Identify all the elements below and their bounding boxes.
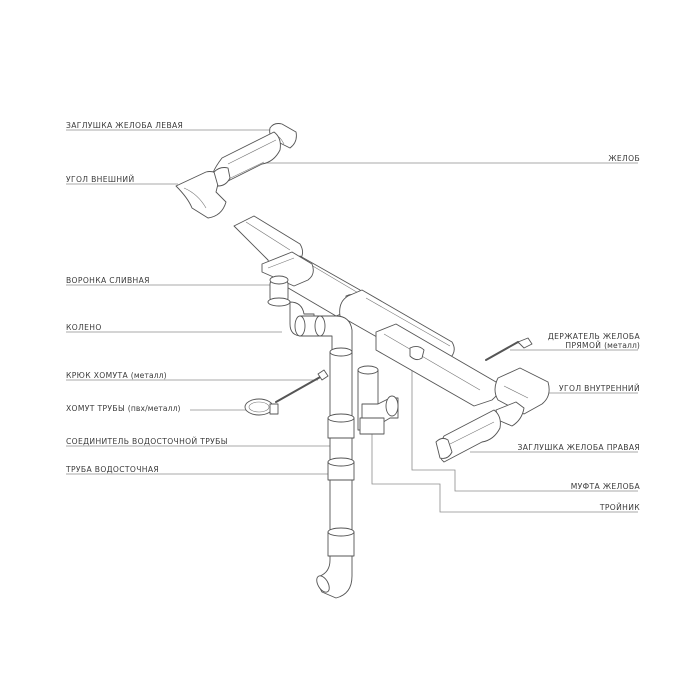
- downpipe-parts: [244, 251, 399, 599]
- label-clamp-hook-text: КРЮК ХОМУТА: [66, 371, 129, 380]
- connector-pipe-part: [294, 315, 353, 355]
- label-holder-note: (металл): [604, 341, 640, 350]
- leader-tee: [371, 430, 638, 513]
- pipe-clamp-part: [244, 398, 279, 416]
- label-holder-line1: ДЕРЖАТЕЛЬ ЖЕЛОБА: [547, 332, 640, 341]
- label-end-cap-left: ЗАГЛУШКА ЖЕЛОБА ЛЕВАЯ: [66, 121, 184, 130]
- label-clamp-hook: КРЮК ХОМУТА (металл): [66, 371, 167, 380]
- label-pipe-clamp-note: (пвх/металл): [127, 404, 181, 413]
- label-pipe-clamp: ХОМУТ ТРУБЫ (пвх/металл): [66, 404, 181, 413]
- label-pipe-connector: СОЕДИНИТЕЛЬ ВОДОСТОЧНОЙ ТРУБЫ: [66, 437, 228, 446]
- label-funnel: ВОРОНКА СЛИВНАЯ: [66, 276, 150, 285]
- end-cap-right-part: [435, 409, 501, 463]
- label-holder: ДЕРЖАТЕЛЬ ЖЕЛОБА ПРЯМОЙ (металл): [548, 332, 640, 350]
- label-inner-corner: УГОЛ ВНУТРЕННИЙ: [559, 384, 640, 393]
- label-outer-corner: УГОЛ ВНЕШНИЙ: [66, 175, 135, 184]
- gutter-parts: [175, 123, 550, 463]
- leader-lines: [66, 129, 638, 513]
- inner-corner-part: [494, 367, 550, 427]
- leader-gutter-coupling: [411, 356, 638, 492]
- downpipe-lower: [327, 437, 355, 557]
- outlet-elbow-part: [316, 555, 353, 599]
- gutter-segment-3: [339, 289, 499, 407]
- label-pipe-clamp-text: ХОМУТ ТРУБЫ: [66, 404, 126, 413]
- label-end-cap-right: ЗАГЛУШКА ЖЕЛОБА ПРАВАЯ: [517, 443, 640, 452]
- tee-part: [357, 365, 399, 435]
- label-gutter-coupling: МУФТА ЖЕЛОБА: [570, 482, 640, 491]
- label-tee: ТРОЙНИК: [599, 503, 640, 512]
- label-clamp-hook-note: (металл): [130, 371, 167, 380]
- label-downpipe: ТРУБА ВОДОСТОЧНАЯ: [66, 465, 160, 474]
- label-elbow: КОЛЕНО: [66, 323, 102, 332]
- clamp-hook-part: [275, 369, 329, 403]
- label-gutter: ЖЕЛОБ: [608, 154, 640, 163]
- funnel-part: [261, 251, 314, 303]
- label-holder-line2-wrap: ПРЯМОЙ (металл): [548, 341, 640, 350]
- label-holder-line2: ПРЯМОЙ: [565, 341, 602, 350]
- downpipe-upper: [327, 347, 355, 439]
- outer-corner-part: [175, 167, 231, 219]
- holder-part: [485, 337, 533, 361]
